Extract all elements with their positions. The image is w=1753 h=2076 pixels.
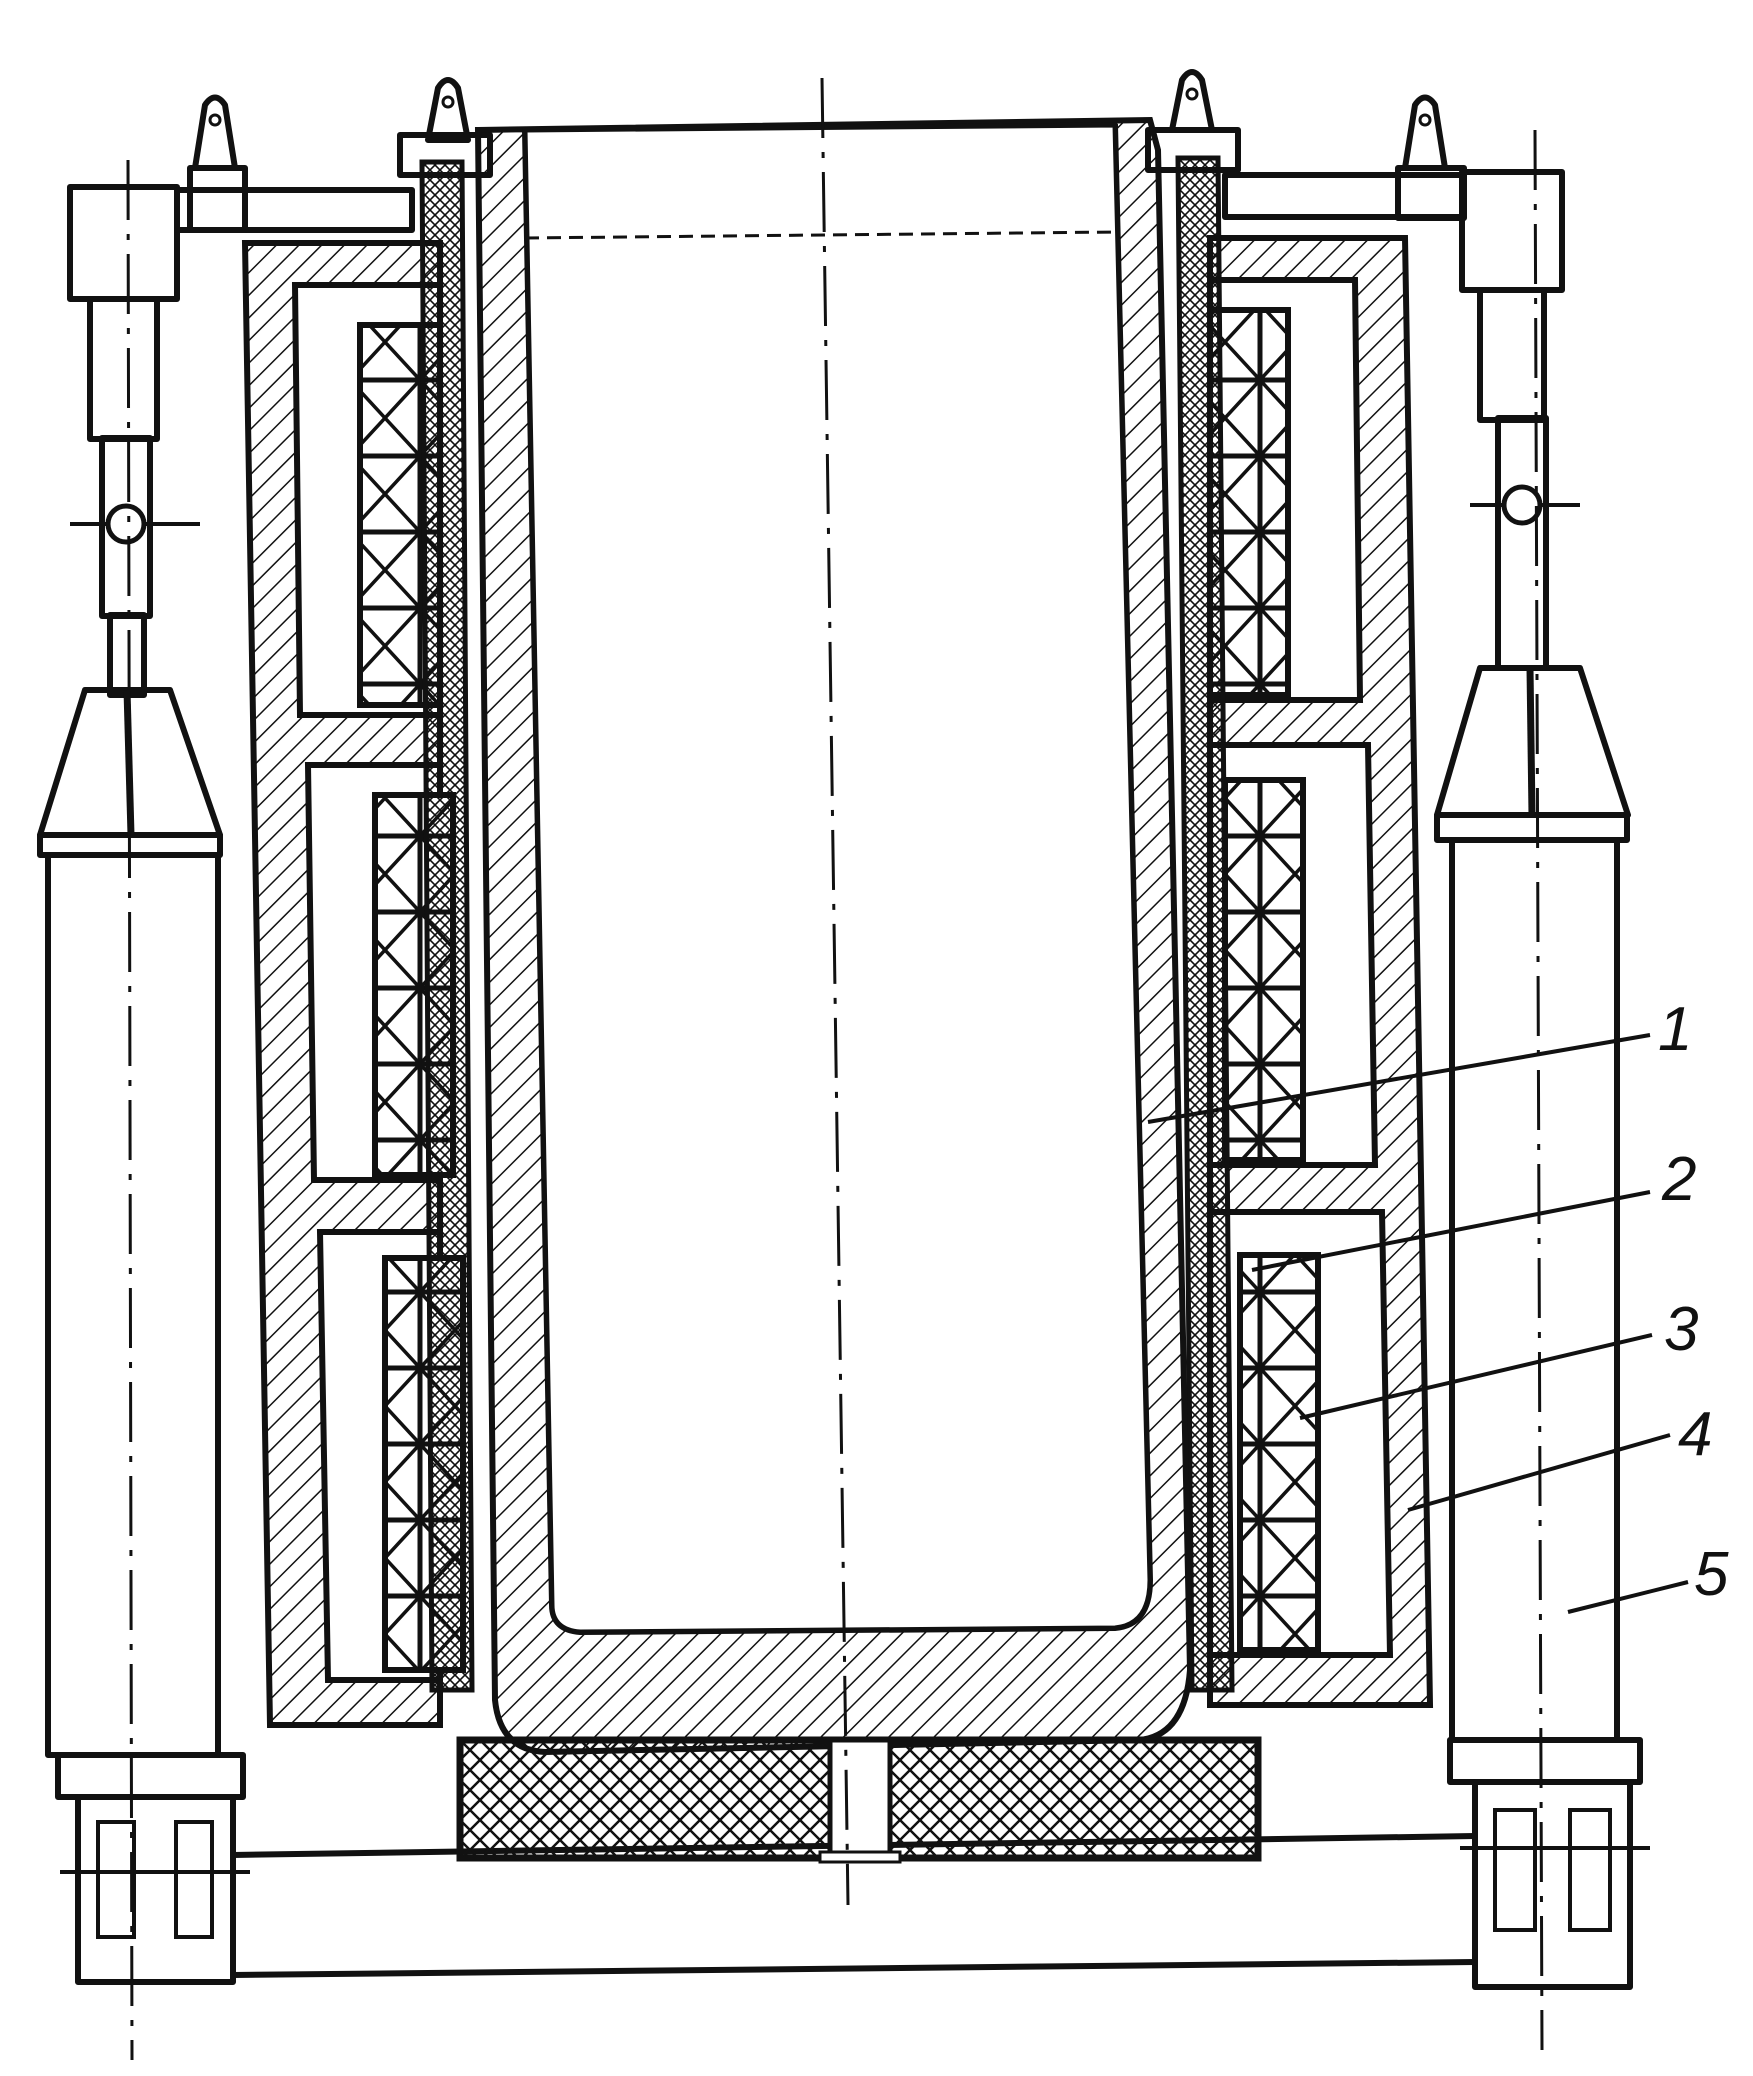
callout-5: 5	[1694, 1540, 1729, 1609]
insulation-liner	[419, 155, 1235, 1693]
hearth-block	[456, 1736, 1262, 1864]
callout-1: 1	[1658, 995, 1692, 1064]
right-tilt-cylinder	[1434, 169, 1650, 1990]
coil-right-2	[1222, 777, 1306, 1163]
crucible-cavity	[522, 122, 1153, 1635]
callout-3: 3	[1664, 1295, 1698, 1364]
callout-leaders	[1147, 1033, 1689, 1614]
right-yoke-housing	[1207, 235, 1434, 1708]
left-tilt-cylinder	[37, 184, 250, 1985]
coil-right-3	[1237, 1252, 1321, 1653]
callout-2: 2	[1661, 1145, 1696, 1214]
centre-lines	[126, 77, 1544, 2061]
callout-4: 4	[1678, 1400, 1712, 1469]
lifting-eyes	[192, 69, 1448, 171]
